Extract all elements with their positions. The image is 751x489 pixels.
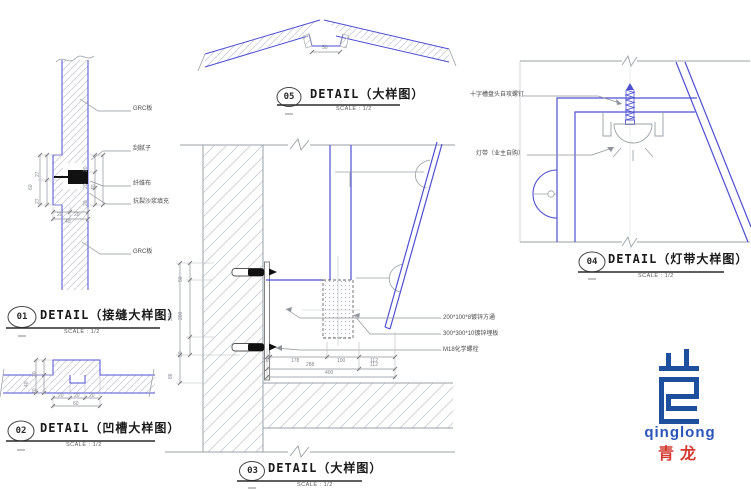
dim-label: 20 bbox=[83, 166, 89, 172]
dim-label: 60 bbox=[28, 184, 34, 190]
dim-label: 27 bbox=[35, 171, 41, 177]
dim-label: 10 bbox=[263, 358, 269, 364]
scale-label: SCALE : 1/2 bbox=[64, 329, 100, 335]
scale-label: SCALE : 1/2 bbox=[336, 106, 372, 112]
scale-label: SCALE : 1/2 bbox=[638, 273, 674, 279]
chemical-anchor-bolt bbox=[231, 268, 277, 277]
material-label: 抗裂沙浆填充 bbox=[133, 199, 170, 205]
dim-label: 27 bbox=[35, 198, 41, 204]
dim-label: 400 bbox=[325, 370, 334, 376]
chemical-anchor-bolt bbox=[231, 343, 277, 352]
material-label: 纤维布 bbox=[133, 181, 152, 187]
joint-anchor bbox=[54, 170, 88, 184]
dim-label: 50 bbox=[178, 351, 184, 357]
dim-label: 20 bbox=[57, 212, 63, 218]
dim-label: 20 bbox=[74, 393, 80, 399]
detail-title: DETAIL（接缝大样图） bbox=[40, 308, 181, 322]
dim-label: 20 bbox=[74, 212, 80, 218]
detail-title: DETAIL（灯带大样图） bbox=[608, 252, 749, 266]
dim-label: 50 bbox=[178, 276, 184, 282]
detail-05-drawing bbox=[197, 19, 457, 115]
material-label: 十字槽盘头自攻螺钉 bbox=[470, 92, 525, 98]
dim-label: 20 bbox=[32, 388, 38, 394]
dim-label: 20 bbox=[83, 200, 89, 206]
dim-label: 300 bbox=[168, 312, 174, 321]
material-label: 刮腻子 bbox=[133, 146, 152, 152]
detail-03-drawing bbox=[165, 138, 455, 489]
logo-cjk-text: 青龙 bbox=[657, 446, 702, 463]
detail-number: 04 bbox=[586, 257, 598, 267]
detail-02-drawing bbox=[0, 357, 155, 451]
dim-label: 20 bbox=[83, 183, 89, 189]
detail-number: 01 bbox=[16, 312, 28, 322]
dim-label: 60 bbox=[73, 401, 79, 407]
light-strip-lamp bbox=[602, 112, 664, 161]
self-tapping-screw bbox=[624, 83, 636, 125]
detail-number: 03 bbox=[247, 466, 258, 476]
dim-label: 20 bbox=[32, 371, 38, 377]
scale-label: SCALE : 1/2 bbox=[66, 442, 102, 448]
dim-label: 20 bbox=[89, 393, 95, 399]
dim-label: 20 bbox=[58, 393, 64, 399]
dim-label: 40 bbox=[24, 381, 30, 387]
detail-01-drawing bbox=[6, 55, 160, 337]
scale-label: SCALE : 1/2 bbox=[297, 482, 333, 488]
material-label: 300*300*10镀锌埋板 bbox=[443, 331, 499, 337]
logo-latin-text: qinglong bbox=[644, 424, 716, 441]
detail-title: DETAIL（大样图） bbox=[268, 461, 383, 475]
detail-number: 05 bbox=[283, 92, 295, 102]
material-label: 灯带（业主自购） bbox=[476, 151, 525, 157]
dim-label: 112 bbox=[370, 362, 378, 368]
detail-title: DETAIL（凹槽大样图） bbox=[40, 421, 181, 435]
dim-label: 100 bbox=[337, 358, 346, 364]
material-label: M18化学螺栓 bbox=[443, 347, 479, 353]
dim-label: 50 bbox=[322, 45, 328, 51]
material-label: GRC板 bbox=[133, 106, 153, 112]
dim-label: 178 bbox=[291, 358, 300, 364]
detail-number: 02 bbox=[15, 426, 27, 436]
dim-label: 200 bbox=[178, 311, 184, 320]
dim-label: 40 bbox=[91, 184, 97, 190]
dim-label: 40 bbox=[65, 219, 71, 225]
detail-title: DETAIL（大样图） bbox=[310, 87, 425, 101]
material-label: GRC板 bbox=[133, 249, 153, 255]
dim-label: 112 bbox=[370, 358, 378, 364]
qinglong-logo-emblem bbox=[659, 349, 699, 424]
material-label: 200*100*8镀锌方通 bbox=[443, 315, 496, 321]
dim-label: 288 bbox=[306, 362, 315, 368]
dim-label: 86 bbox=[168, 373, 174, 379]
detail-04-drawing bbox=[519, 54, 751, 280]
